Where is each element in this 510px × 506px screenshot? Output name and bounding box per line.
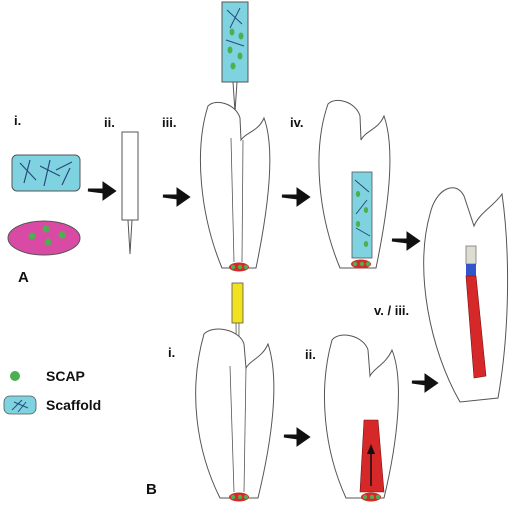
- step-a-ii: ii.: [104, 115, 115, 130]
- step-a-iv: iv.: [290, 115, 304, 130]
- scaffold-legend-icon: [3, 395, 37, 415]
- step-b-i: i.: [168, 345, 176, 360]
- filled-syringe: [221, 1, 249, 113]
- step-a-i: i.: [14, 113, 22, 128]
- tooth-a-iv: [318, 100, 391, 269]
- step-b-ii: ii.: [305, 347, 316, 362]
- arrow-a3: [281, 187, 311, 207]
- legend-scaffold-label: Scaffold: [46, 397, 102, 413]
- arrow-a4: [391, 231, 421, 251]
- step-a-iii: iii.: [162, 115, 177, 130]
- panel-b-label: B: [146, 481, 157, 498]
- tooth-b-i: [195, 328, 275, 502]
- empty-syringe: [121, 131, 139, 255]
- arrow-a1: [87, 181, 117, 201]
- scap-culture-dish: [7, 220, 81, 256]
- tooth-final: [423, 187, 509, 403]
- scap-legend-icon: [10, 371, 20, 381]
- tooth-a-iii: [199, 102, 271, 272]
- arrow-b1: [283, 427, 311, 447]
- panel-a-label: A: [18, 269, 29, 286]
- step-combined: v. / iii.: [374, 303, 410, 318]
- scaffold-block: [11, 154, 81, 192]
- legend-scap-label: SCAP: [46, 368, 85, 384]
- arrow-a2: [162, 187, 191, 207]
- arrow-b2: [411, 373, 439, 393]
- tooth-b-ii: [323, 334, 399, 502]
